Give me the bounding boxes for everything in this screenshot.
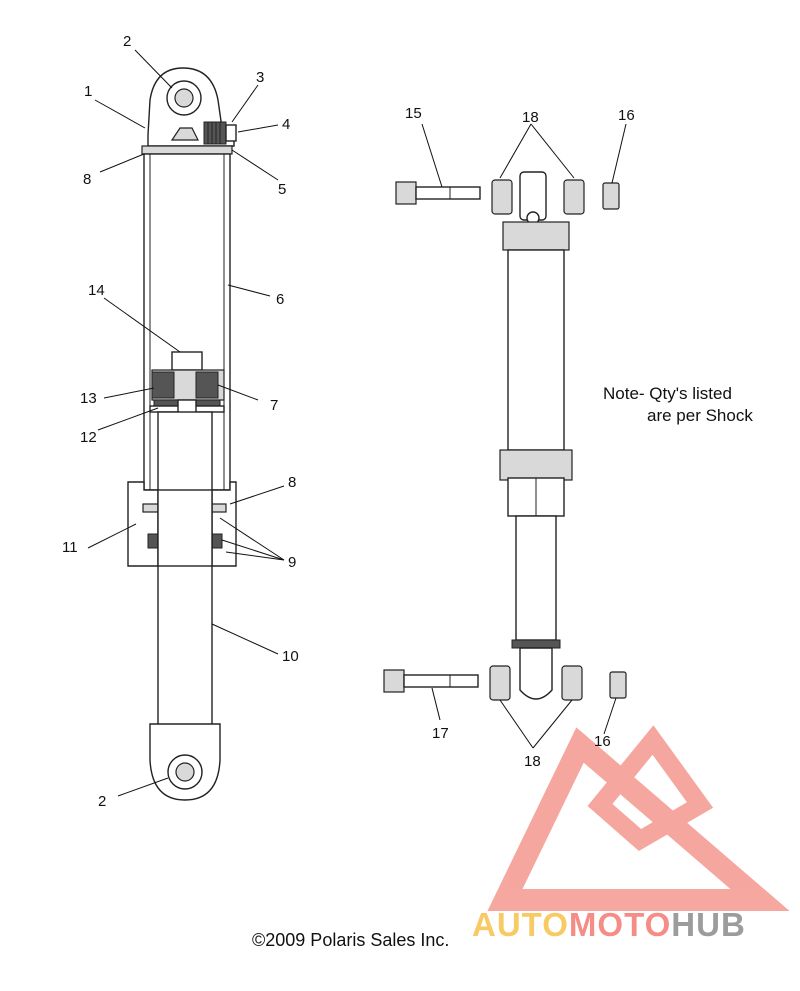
qty-note-line-1: Note- Qty's listed xyxy=(603,384,732,403)
collar xyxy=(499,449,573,481)
callout-11: 11 xyxy=(62,539,78,556)
copyright-text: ©2009 Polaris Sales Inc. xyxy=(252,930,450,950)
callout-4: 4 xyxy=(282,116,290,133)
callout-3: 3 xyxy=(256,69,264,86)
callout-5: 5 xyxy=(278,181,286,198)
shock-cutaway xyxy=(127,67,237,801)
bump-stop xyxy=(511,639,561,649)
bushing-18-bottom-right xyxy=(561,665,583,701)
upper-cap xyxy=(502,221,570,251)
lower-shaft xyxy=(515,515,557,641)
bottom-eyelet-bore xyxy=(175,762,195,782)
nut-16-bottom xyxy=(609,671,627,699)
callout-12: 12 xyxy=(80,429,97,446)
callout-6: 6 xyxy=(276,291,284,308)
callout-16-bottom: 16 xyxy=(594,733,611,750)
piston-nut xyxy=(171,351,203,371)
bolt-15-shank xyxy=(415,186,481,200)
watermark-moto: MOTO xyxy=(568,906,672,943)
bushing-18-top-left xyxy=(491,179,513,215)
callout-2-top: 2 xyxy=(123,33,131,50)
callout-10: 10 xyxy=(282,648,299,665)
bolt-17-shank xyxy=(403,674,479,688)
watermark-hub: HUB xyxy=(671,906,746,943)
callout-18-bottom: 18 xyxy=(524,753,541,770)
seal-oring-left xyxy=(142,503,160,513)
top-cap-plate xyxy=(141,145,233,155)
top-eyelet-bore xyxy=(174,88,194,108)
callout-7: 7 xyxy=(270,397,278,414)
callout-18-top: 18 xyxy=(522,109,539,126)
bolt-17-head xyxy=(383,669,405,693)
piston-rod xyxy=(157,411,213,735)
callout-8-top: 8 xyxy=(83,171,91,188)
callout-2-bottom: 2 xyxy=(98,793,106,810)
bushing-18-bottom-left xyxy=(489,665,511,701)
piston-ring-right xyxy=(195,371,219,399)
callout-13: 13 xyxy=(80,390,97,407)
adjuster-screw xyxy=(203,121,227,145)
adjuster-knob xyxy=(225,124,237,142)
callout-15: 15 xyxy=(405,105,422,122)
lower-mount xyxy=(519,647,553,700)
bushing-18-top-right xyxy=(563,179,585,215)
watermark-brand: AUTOMOTOHUB xyxy=(472,906,746,944)
bolt-15-head xyxy=(395,181,417,205)
piston-ring-left xyxy=(151,371,175,399)
upper-body xyxy=(507,249,565,451)
callout-labels: 1 2 3 4 5 6 7 8 8 9 10 11 12 13 14 2 15 … xyxy=(62,33,635,810)
callout-8-bottom: 8 xyxy=(288,474,296,491)
callout-14: 14 xyxy=(88,282,105,299)
leader-lines xyxy=(87,49,627,797)
watermark-auto: AUTO xyxy=(472,906,569,943)
qty-note-line-2: are per Shock xyxy=(647,406,753,425)
callout-9: 9 xyxy=(288,554,296,571)
watermark-logo-icon xyxy=(487,725,790,911)
nut-16-top xyxy=(602,182,620,210)
callout-16-top: 16 xyxy=(618,107,635,124)
shock-assembled xyxy=(383,171,627,701)
callout-1: 1 xyxy=(84,83,92,100)
fill-valve xyxy=(170,127,199,141)
callout-17: 17 xyxy=(432,725,449,742)
